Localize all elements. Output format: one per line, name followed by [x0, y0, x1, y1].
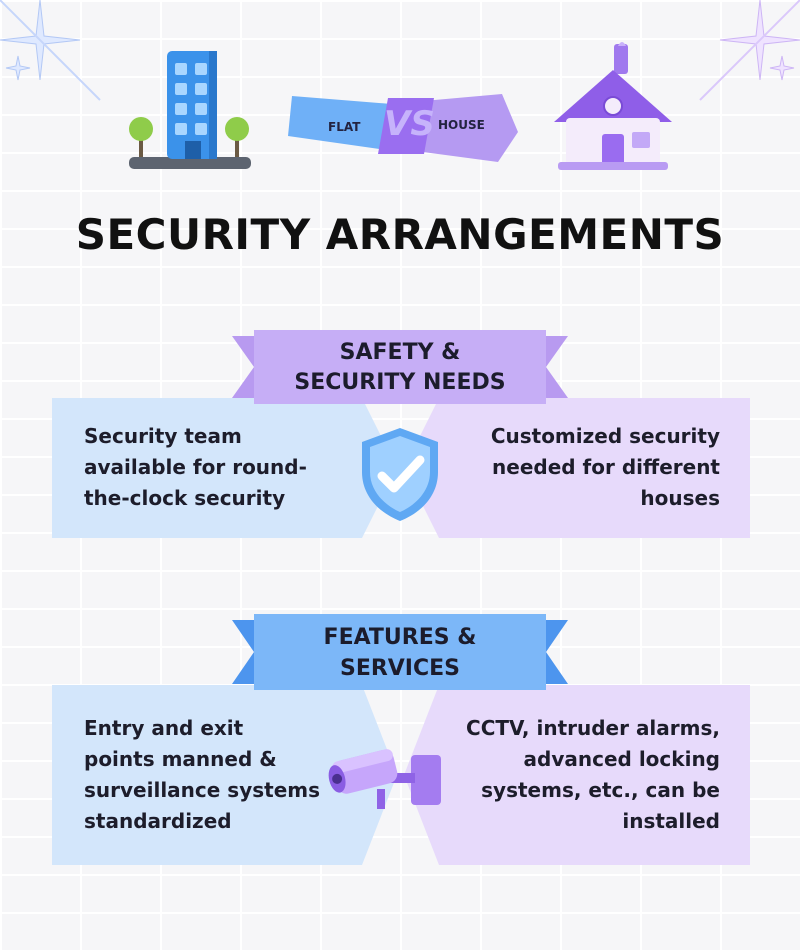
- versus-ribbon: FLAT VS HOUSE: [288, 90, 520, 170]
- text-line: available for round-: [84, 455, 307, 479]
- banner-line: SAFETY &: [339, 340, 461, 365]
- text-line: standardized: [84, 809, 232, 833]
- house-features-text: CCTV, intruder alarms, advanced locking …: [456, 713, 720, 837]
- right-panel: [404, 398, 750, 538]
- sparkle-icon: [699, 0, 800, 101]
- banner-line: SECURITY NEEDS: [294, 370, 506, 395]
- flat-security-text: Security team available for round- the-c…: [84, 421, 344, 514]
- page-title: SECURITY ARRANGEMENTS: [75, 210, 725, 259]
- vs-label: VS: [384, 104, 435, 144]
- text-line: advanced locking: [523, 747, 720, 771]
- shield-check-icon: [362, 428, 438, 521]
- text-line: points manned &: [84, 747, 277, 771]
- house-icon: [554, 42, 672, 170]
- text-line: the-clock security: [84, 486, 286, 510]
- sparkle-icon: [0, 0, 101, 101]
- text-line: Customized security: [490, 424, 720, 448]
- text-line: systems, etc., can be: [481, 778, 720, 802]
- text-line: Entry and exit: [84, 716, 244, 740]
- house-label: HOUSE: [438, 118, 485, 132]
- section-heading-banner: SAFETY & SECURITY NEEDS: [232, 330, 568, 404]
- text-line: CCTV, intruder alarms,: [466, 716, 720, 740]
- text-line: houses: [640, 486, 720, 510]
- security-camera-icon: [328, 749, 441, 809]
- right-panel: [404, 685, 750, 865]
- banner-shape: [232, 614, 568, 690]
- flat-features-text: Entry and exit points manned & surveilla…: [84, 713, 344, 837]
- ribbon-shape: [288, 94, 518, 162]
- banner-line: FEATURES &: [323, 625, 477, 650]
- apartment-building-icon: [129, 51, 251, 169]
- section-heading-banner: FEATURES & SERVICES: [232, 614, 568, 690]
- text-line: installed: [622, 809, 720, 833]
- text-line: surveillance systems: [84, 778, 321, 802]
- text-line: needed for different: [492, 455, 720, 479]
- banner-shape: [232, 330, 568, 404]
- flat-label: FLAT: [328, 120, 361, 134]
- banner-line: SERVICES: [339, 656, 461, 681]
- house-security-text: Customized security needed for different…: [456, 421, 720, 514]
- text-line: Security team: [84, 424, 242, 448]
- left-panel: [52, 398, 397, 538]
